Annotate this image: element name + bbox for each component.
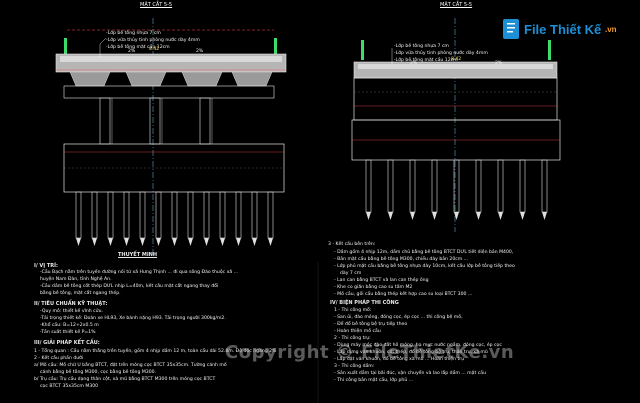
left-heading-standards: II/ TIÊU CHUẨN KỸ THUẬT: (34, 301, 108, 307)
left-section-title: MẶT CẮT 5-5 (140, 2, 173, 8)
left-note-p3-6: cọc BTCT 35x35cm M300 (40, 384, 99, 389)
right-note-p2-2: - San ủi, đào móng, đóng cọc, ép cọc ...… (334, 315, 463, 320)
left-layer-note-2: -Lớp vữa thủy tinh phòng nước dày 4mm (106, 38, 200, 43)
right-note-p1-6: - Lan can bằng BTCT và lan can thép ống (334, 278, 429, 283)
left-note-p3-1: 1 - Tổng quan : Cầu nằm thẳng trên tuyến… (34, 349, 277, 354)
right-note-p2-8: - Lắp đặt ván khuôn, đổ bê tông xà mũ ..… (334, 357, 465, 362)
right-note-p2-5: 2 - Thi công trụ: (334, 336, 371, 341)
right-note-p2-10: - Sản xuất dầm tại bãi đúc, vận chuyển v… (334, 371, 486, 376)
left-layer-note-3: -Lớp bê tông mặt cầu 12cm (106, 45, 170, 50)
right-note-p2-4: - Hoàn thiện mố cầu (334, 329, 381, 334)
site-logo[interactable]: File Thiết Kế .vn (502, 14, 622, 46)
left-elevation: 8.42 (149, 47, 160, 52)
right-note-p2-7: - Lắp dựng ván khuôn, cốt thép, đổ bê tô… (334, 350, 488, 355)
right-note-p2-9: 3 - Thi công dầm: (334, 364, 375, 369)
left-note-p3-3: a/ Mố cầu: Mố chữ U bằng BTCT, đặt trên … (34, 363, 227, 368)
right-slope-b: 2% (495, 61, 503, 66)
right-note-p1-8: - Mố cầu, gối cầu bằng thép kết hợp cao … (334, 292, 473, 297)
left-heading-structure: III/ GIẢI PHÁP KẾT CẤU: (34, 340, 100, 346)
right-section-title: MẶT CẮT 5-5 (440, 2, 473, 8)
left-note-p2-1: -Quy mô: thiết kế vĩnh cửu. (40, 309, 103, 314)
left-note-p1-1: -Cầu Bạch nằm trên tuyến đường nối từ xã… (40, 270, 239, 275)
left-section-drawing (55, 18, 287, 258)
left-note-p2-4: -Tần suất thiết kế P=1% (40, 330, 96, 335)
right-note-p1-2: - Dầm gồm 4 nhịp 12m, dầm chủ bằng bê tô… (334, 250, 514, 255)
right-note-p1-1: 3 - Kết cấu bên trên: (328, 242, 376, 247)
left-note-p2-2: -Tải trọng thiết kế: Đoàn xe HL93, Xe bá… (40, 316, 226, 321)
logo-suffix: .vn (605, 25, 617, 34)
left-note-p3-4: cánh bằng bê tông M300, cọc bằng bê tông… (40, 370, 157, 375)
right-note-p2-6: - Dùng máy móc đào đất hố móng, hạ mực n… (334, 343, 502, 348)
right-note-p1-3: - Bản mặt cầu bằng bê tông M300, chiều d… (334, 257, 469, 262)
left-note-p3-5: b/ Trụ cầu: Trụ cầu dạng thân cột, xà mũ… (34, 377, 216, 382)
logo-file-icon (503, 19, 519, 39)
copyright-watermark: Copyright © FileThietKe.vn (225, 342, 515, 363)
left-slope-b: 2% (196, 49, 204, 54)
left-note-p1-2: huyện Nam Đàn, tỉnh Nghệ An. (40, 277, 112, 282)
right-note-p1-5: dày 7 cm (340, 271, 362, 276)
left-note-p1-3: -Cầu dầm bê tông cốt thép DƯL nhịp L=40m… (40, 284, 219, 289)
right-note-p2-11: - Thi công bản mặt cầu, lớp phủ ... (334, 378, 414, 383)
right-slope-a: 2% (410, 61, 418, 66)
right-note-p1-7: - Khe co giãn bằng cao su tấm M2 (334, 285, 413, 290)
right-note-p2-3: - Để đổ bê tông bệ trụ tiếp theo (334, 322, 408, 327)
left-note-p3-2: 2 - Kết cấu phần dưới (34, 356, 84, 361)
left-note-p1-4: bằng bê tông, mặt cắt ngang thép. (40, 291, 121, 296)
right-layer-note-1: -Lớp bê tông nhựa 7 cm (394, 44, 449, 49)
right-elevation: 8.42 (451, 57, 462, 62)
right-layer-note-3: -Lớp bê tông mặt cầu 12cm (394, 58, 458, 63)
left-layer-note-1: -Lớp bê tông nhựa 7 cm (106, 31, 161, 36)
right-note-p1-4: - Lớp phủ mặt cầu bằng bê tông nhựa dày … (334, 264, 515, 269)
left-note-p2-3: -Khổ cầu: B=12+2x0.5 m (40, 323, 99, 328)
logo-text: File Thiết Kế (524, 22, 602, 37)
right-layer-note-2: -Lớp vữa thủy tinh phòng nước dày 4mm (394, 51, 488, 56)
right-note-p2-1: 1 - Thi công mố: (334, 308, 372, 313)
notes-header: THUYẾT MINH (118, 252, 158, 258)
right-section-drawing (351, 18, 561, 232)
right-heading-construction: IV/ BIỆN PHÁP THI CÔNG (330, 300, 399, 306)
left-heading-location: I/ VỊ TRÍ: (34, 263, 59, 269)
left-slope-a: 2% (128, 49, 136, 54)
